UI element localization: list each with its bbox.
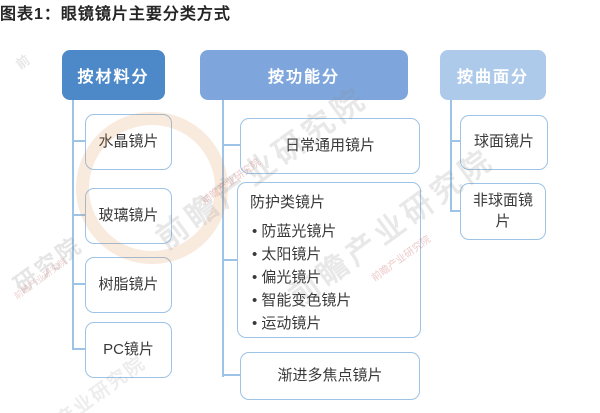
connector-line (72, 100, 74, 350)
node-glass-lens: 玻璃镜片 (85, 188, 172, 244)
node-crystal-lens: 水晶镜片 (85, 114, 172, 170)
bullet-item-sun-lens: 太阳镜片 (252, 243, 412, 266)
category-header-material: 按材料分 (62, 50, 165, 100)
watermark-fragment: 前 (12, 51, 33, 72)
category-header-function: 按功能分 (200, 50, 408, 100)
bullet-item-polarized-lens: 偏光镜片 (252, 266, 412, 289)
chart-title: 图表1：眼镜镜片主要分类方式 (0, 6, 231, 23)
bullet-item-sport-lens: 运动镜片 (252, 312, 412, 335)
bullet-item-anti-blue-light: 防蓝光镜片 (252, 220, 412, 243)
node-progressive-multifocal-lens: 渐进多焦点镜片 (240, 352, 420, 400)
watermark-brand-text-small: 前瞻产业研究院 (11, 255, 69, 301)
node-aspherical-lens: 非球面镜片 (460, 183, 546, 240)
connector-line (222, 100, 224, 377)
connector-line (72, 214, 86, 216)
connector-line (72, 283, 86, 285)
bullet-item-smart-photochromic-lens: 智能变色镜片 (252, 289, 412, 312)
connector-line (450, 100, 452, 212)
connector-line (450, 140, 460, 142)
connector-line (72, 348, 86, 350)
connector-line (72, 140, 86, 142)
category-header-surface: 按曲面分 (440, 50, 546, 100)
node-protective-lens-title: 防护类镜片 (250, 194, 326, 211)
connector-line (222, 259, 238, 261)
connector-line (222, 144, 240, 146)
node-pc-lens: PC镜片 (85, 322, 172, 378)
node-resin-lens: 树脂镜片 (85, 257, 172, 313)
protective-lens-list: 防蓝光镜片 太阳镜片 偏光镜片 智能变色镜片 运动镜片 (250, 220, 412, 335)
node-spherical-lens: 球面镜片 (460, 115, 548, 170)
node-protective-lens-group: 防护类镜片 防蓝光镜片 太阳镜片 偏光镜片 智能变色镜片 运动镜片 (237, 182, 421, 338)
connector-line (450, 210, 460, 212)
connector-line (222, 374, 240, 376)
node-daily-general-lens: 日常通用镜片 (240, 118, 420, 174)
